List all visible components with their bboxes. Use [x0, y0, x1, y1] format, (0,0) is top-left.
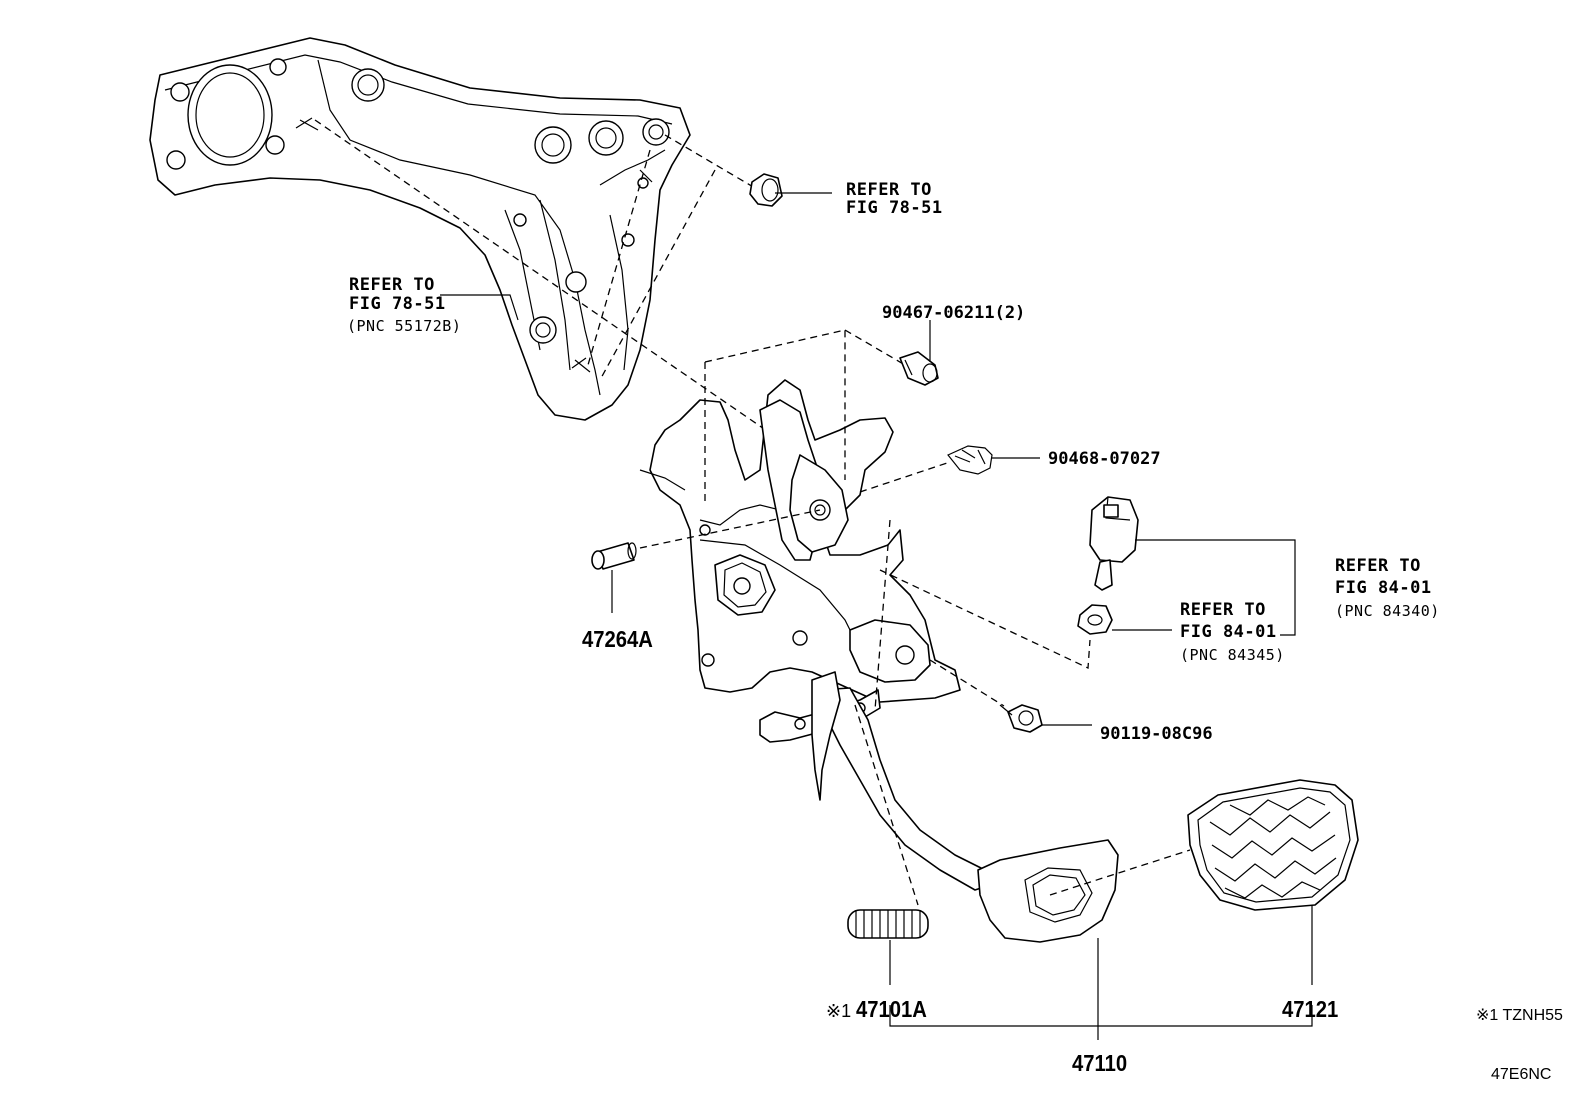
- refer-top-line2: FIG 78-51: [846, 198, 943, 218]
- stop-lamp-switch: [1089, 496, 1139, 591]
- refer-left-line2: FIG 78-51: [349, 294, 446, 314]
- footnote-tznh55: ※1 TZNH55: [1476, 1007, 1563, 1024]
- part-number-90119: 90119-08C96: [1100, 724, 1213, 744]
- refer-switch-line1: REFER TO: [1335, 556, 1421, 576]
- pedal-pin: [591, 542, 637, 570]
- part-number-47101A: 47101A: [856, 996, 927, 1022]
- refer-cushion-line2: FIG 84-01: [1180, 622, 1277, 642]
- illustration-code: 47E6NC: [1491, 1066, 1552, 1083]
- clip-90468: [947, 445, 993, 475]
- bolt-90467: [899, 351, 939, 386]
- stop-lamp-switch-cushion: [1077, 604, 1113, 635]
- refer-cushion-line1: REFER TO: [1180, 600, 1266, 620]
- brake-pedal-arm: [811, 671, 1119, 943]
- part-number-90467: 90467-06211(2): [882, 303, 1026, 323]
- dash-panel-bracket: [149, 37, 691, 421]
- pedal-support-bracket: [639, 379, 961, 743]
- part-47101A-footnote-mark: ※1: [826, 1001, 852, 1021]
- part-number-90468: 90468-07027: [1048, 449, 1161, 469]
- part-number-47264A: 47264A: [582, 626, 653, 652]
- part-number-47110: 47110: [1072, 1050, 1128, 1076]
- refer-left-line1: REFER TO: [349, 275, 435, 295]
- refer-switch-line2: FIG 84-01: [1335, 578, 1432, 598]
- refer-cushion-pnc: (PNC 84345): [1180, 646, 1285, 664]
- pedal-return-spring: [847, 909, 929, 939]
- refer-top-line1: REFER TO: [846, 180, 932, 200]
- clip-nut: [749, 173, 783, 207]
- bolt-90119: [999, 704, 1043, 733]
- refer-left-pnc: (PNC 55172B): [347, 317, 462, 335]
- brake-pedal-pad: [1187, 779, 1359, 911]
- part-number-47121: 47121: [1282, 996, 1339, 1022]
- refer-switch-pnc: (PNC 84340): [1335, 602, 1440, 620]
